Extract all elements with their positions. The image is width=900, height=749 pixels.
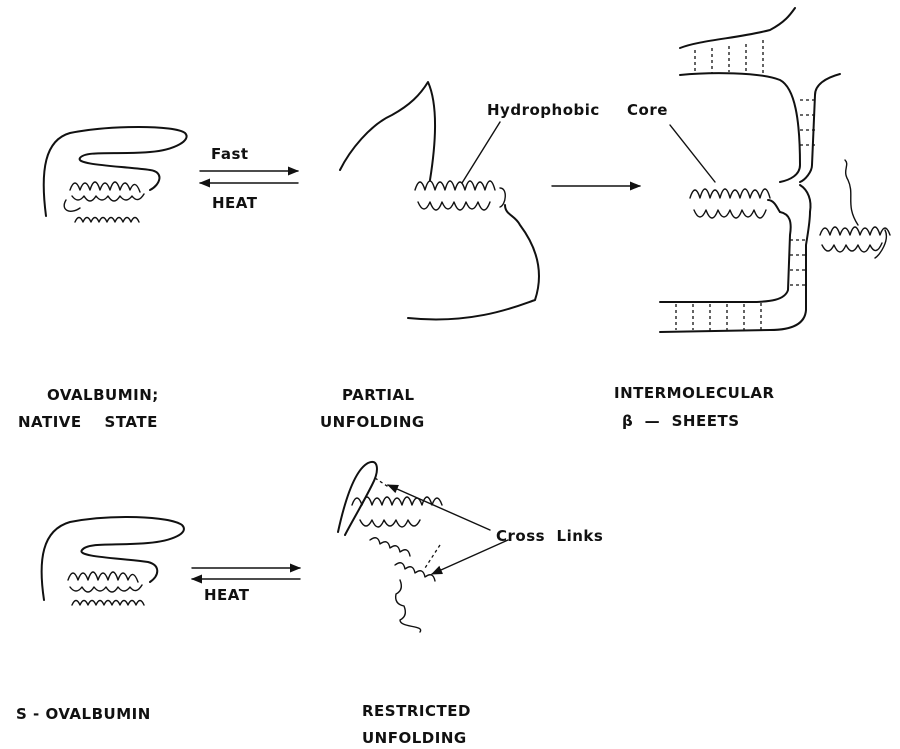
cross-link-arrow-lower (432, 540, 508, 574)
heat-bottom-label: HEAT (204, 588, 249, 603)
native-state-molecule (44, 127, 187, 222)
intermolecular-beta-sheets (660, 8, 890, 332)
heat-top-label: HEAT (212, 196, 257, 211)
cross-link-arrow-upper (388, 485, 490, 530)
s-ovalbumin-label: S - OVALBUMIN (16, 707, 151, 722)
hydrophobic-label: Hydrophobic (487, 103, 600, 118)
partial-label-line2: UNFOLDING (320, 415, 425, 430)
bottom-equilibrium-arrows (192, 568, 300, 579)
native-label-line2: NATIVE STATE (18, 415, 158, 430)
core-label: Core (627, 103, 668, 118)
hydrophobic-pointer-line (462, 122, 500, 183)
native-label-line1: OVALBUMIN; (47, 388, 159, 403)
restricted-label-line1: RESTRICTED (362, 704, 471, 719)
beta-sheets-label: β — SHEETS (622, 414, 740, 429)
partial-label-line1: PARTIAL (342, 388, 415, 403)
restricted-unfolding-molecule (338, 462, 442, 632)
intermolecular-label-line1: INTERMOLECULAR (614, 386, 775, 401)
top-equilibrium-arrows (200, 171, 298, 183)
core-pointer-line (670, 125, 715, 182)
s-ovalbumin-molecule (42, 517, 184, 605)
cross-links-label: Cross Links (496, 529, 603, 544)
restricted-label-line2: UNFOLDING (362, 731, 467, 746)
fast-label: Fast (211, 147, 249, 162)
